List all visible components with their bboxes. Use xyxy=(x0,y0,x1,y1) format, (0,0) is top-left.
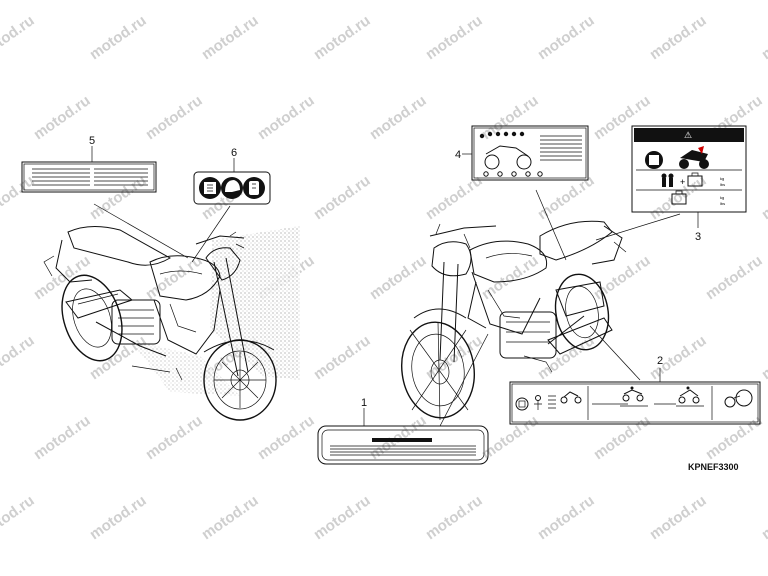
label-3-unit-top-1: kg xyxy=(720,176,724,181)
protective-gear-icon xyxy=(243,177,265,199)
watermark-text: motod.ru xyxy=(311,172,374,223)
label-3-motorcycle-load-icon xyxy=(679,146,709,169)
manual-book-icon xyxy=(199,177,221,199)
watermark-text: motod.ru xyxy=(0,332,38,383)
label-3-placard: ⚠ + kg lbs kg lbs xyxy=(631,125,747,213)
watermark-text: motod.ru xyxy=(255,412,318,463)
watermark-text: motod.ru xyxy=(87,12,150,63)
helmet-icon xyxy=(221,177,243,199)
label-4-placard xyxy=(471,125,589,181)
watermark-text: motod.ru xyxy=(31,92,94,143)
watermark-text: motod.ru xyxy=(759,172,768,223)
label-2-motorcycle-icon xyxy=(560,391,582,404)
watermark-text: motod.ru xyxy=(31,252,94,303)
label-4-motorcycle-icon xyxy=(479,131,543,177)
watermark-text: motod.ru xyxy=(0,492,38,543)
watermark-text: motod.ru xyxy=(479,252,542,303)
watermark-text: motod.ru xyxy=(31,412,94,463)
watermark-text: motod.ru xyxy=(647,12,710,63)
motorcycle-left-illustration xyxy=(43,226,300,421)
watermark-text: motod.ru xyxy=(647,172,710,223)
watermark-text: motod.ru xyxy=(535,492,598,543)
watermark-text: motod.ru xyxy=(0,172,38,223)
watermark-text: motod.ru xyxy=(647,492,710,543)
watermark-text: motod.ru xyxy=(423,12,486,63)
label-2-rider-sport-icon xyxy=(622,386,644,402)
watermark-text: motod.ru xyxy=(87,332,150,383)
label-5-placard xyxy=(21,161,157,193)
watermark-text: motod.ru xyxy=(199,492,262,543)
warning-icon: ⚠ xyxy=(684,130,692,140)
callout-1: 1 xyxy=(361,397,367,409)
label-3-luggage-icon xyxy=(671,190,687,205)
label-2-mirror-icon xyxy=(724,389,753,408)
watermark-text: motod.ru xyxy=(479,92,542,143)
callout-6: 6 xyxy=(231,147,237,159)
watermark-text: motod.ru xyxy=(423,492,486,543)
callout-5: 5 xyxy=(89,135,95,147)
watermark-text: motod.ru xyxy=(143,252,206,303)
watermark-text: motod.ru xyxy=(311,332,374,383)
watermark-text: motod.ru xyxy=(759,492,768,543)
watermark: motod.ru motod.ru motod.ru motod.ru motod.ru… xyxy=(0,12,768,543)
watermark-text: motod.ru xyxy=(143,92,206,143)
watermark-text: motod.ru xyxy=(367,92,430,143)
watermark-text: motod.ru xyxy=(703,252,766,303)
label-3-unit-bottom-2: lbs xyxy=(720,201,725,206)
callout-2: 2 xyxy=(657,355,663,367)
label-5-text-lines xyxy=(32,168,148,186)
watermark-text: motod.ru xyxy=(759,332,768,383)
label-3-manual-book-icon xyxy=(645,151,663,169)
watermark-text: motod.ru xyxy=(535,12,598,63)
part-code: KPNEF3300 xyxy=(688,462,739,472)
label-2-placard xyxy=(509,381,761,425)
label-2-icon-small-text xyxy=(548,395,556,409)
label-2-manual-book-icon xyxy=(515,397,529,411)
label-4-text-lines xyxy=(540,135,582,161)
watermark-text: motod.ru xyxy=(759,12,768,63)
watermark-text: motod.ru xyxy=(199,12,262,63)
watermark-text: motod.ru xyxy=(591,252,654,303)
label-1-placard xyxy=(317,425,489,465)
callout-4: 4 xyxy=(455,149,461,161)
watermark-text: motod.ru xyxy=(0,12,38,63)
watermark-text: motod.ru xyxy=(255,92,318,143)
watermark-text: motod.ru xyxy=(87,172,150,223)
watermark-text: motod.ru xyxy=(367,412,430,463)
watermark-text: motod.ru xyxy=(87,492,150,543)
label-2-rider-posture-icon xyxy=(534,395,542,410)
watermark-text: motod.ru xyxy=(591,412,654,463)
label-3-unit-top-2: lbs xyxy=(720,182,725,187)
callout-3: 3 xyxy=(695,231,701,243)
label-6-placard xyxy=(193,171,271,205)
svg-text:+: + xyxy=(680,177,685,187)
label-2-rider-lean-icon xyxy=(678,386,700,404)
label-3-unit-bottom-1: kg xyxy=(720,195,724,200)
watermark-text: motod.ru xyxy=(367,252,430,303)
label-3-rider-passenger-icon: + xyxy=(661,172,703,187)
watermark-text: motod.ru xyxy=(311,12,374,63)
watermark-text: motod.ru xyxy=(311,492,374,543)
motorcycle-right-illustration xyxy=(401,220,627,421)
watermark-text: motod.ru xyxy=(143,412,206,463)
